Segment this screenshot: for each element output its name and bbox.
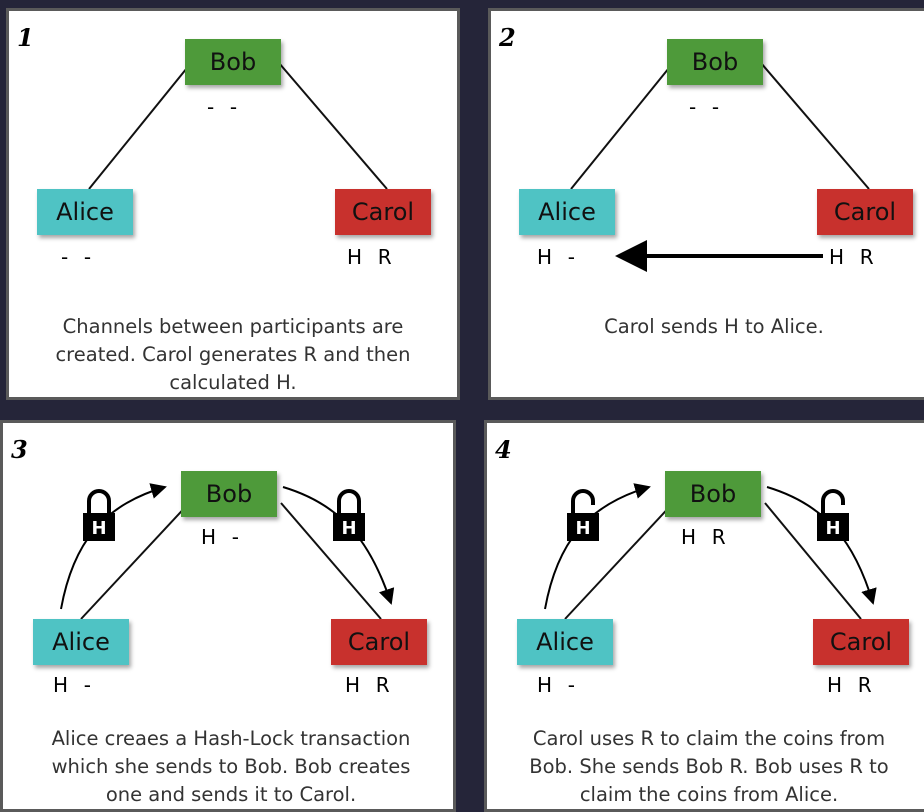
caption-line: which she sends to Bob. Bob creates: [51, 755, 411, 778]
alice-values: H -: [537, 673, 576, 697]
bob-values: - -: [689, 95, 721, 119]
caption-line: one and sends it to Carol.: [105, 783, 357, 806]
panel-number: 1: [17, 23, 34, 52]
channel-lines: H H: [544, 483, 877, 620]
alice-values: - -: [61, 245, 93, 269]
alice-node: Alice: [37, 189, 133, 235]
bob-to-carol-arrow: [766, 486, 877, 605]
lock-label: H: [341, 518, 356, 539]
panel-number: 3: [11, 435, 28, 464]
panel-4: 4 H H Bob H R Alice H - Carol H R Carol …: [484, 420, 924, 812]
panel-number: 4: [495, 435, 512, 464]
channel-lines: [88, 62, 388, 190]
unlocked-lock-icon: H: [817, 489, 849, 541]
bob-values: - -: [207, 95, 239, 119]
caption-line: Channels between participants are: [62, 315, 404, 338]
alice-to-bob-arrow: [544, 483, 651, 610]
bob-node: Bob: [185, 39, 281, 85]
bob-node: Bob: [181, 471, 277, 517]
carol-values: H R: [827, 673, 873, 697]
carol-values: H R: [345, 673, 391, 697]
alice-values: H -: [53, 673, 92, 697]
carol-values: H R: [347, 245, 393, 269]
caption-line: Alice creaes a Hash-Lock transaction: [51, 727, 411, 750]
alice-values: H -: [537, 245, 576, 269]
carol-node: Carol: [813, 619, 909, 665]
alice-node: Alice: [519, 189, 615, 235]
bob-values: H R: [681, 525, 727, 549]
unlocked-lock-icon: H: [567, 489, 599, 541]
caption-line: claim the coins from Alice.: [579, 783, 839, 806]
channel-lines: [570, 62, 870, 272]
caption-line: created. Carol generates R and then: [55, 343, 411, 366]
lock-label: H: [91, 518, 106, 539]
lock-label: H: [575, 518, 590, 539]
carol-node: Carol: [331, 619, 427, 665]
carol-node: Carol: [335, 189, 431, 235]
caption-line: calculated H.: [169, 371, 297, 394]
panel-3: 3 H H Bob H - Alice H - Carol H R Alice …: [0, 420, 456, 812]
channel-lines: H H: [60, 483, 395, 620]
bob-node: Bob: [665, 471, 761, 517]
alice-to-bob-arrow: [60, 483, 167, 610]
caption: Alice creaes a Hash-Lock transaction whi…: [3, 725, 453, 809]
caption: Channels between participants are create…: [9, 313, 457, 397]
lock-icon: H: [83, 489, 115, 541]
caption: Carol sends H to Alice.: [491, 313, 924, 341]
caption-line: Carol uses R to claim the coins from: [532, 727, 886, 750]
carol-node: Carol: [817, 189, 913, 235]
lock-icon: H: [333, 489, 365, 541]
alice-node: Alice: [517, 619, 613, 665]
alice-node: Alice: [33, 619, 129, 665]
lock-label: H: [825, 518, 840, 539]
caption: Carol uses R to claim the coins from Bob…: [487, 725, 924, 809]
bob-node: Bob: [667, 39, 763, 85]
panel-1: 1 Bob - - Alice - - Carol H R Channels b…: [6, 8, 460, 400]
bob-values: H -: [201, 525, 240, 549]
panel-number: 2: [499, 23, 516, 52]
caption-line: Carol sends H to Alice.: [604, 315, 824, 338]
panel-2: 2 Bob - - Alice H - Carol H R Carol send…: [488, 8, 924, 400]
caption-line: Bob. She sends Bob R. Bob uses R to: [529, 755, 889, 778]
carol-values: H R: [829, 245, 875, 269]
